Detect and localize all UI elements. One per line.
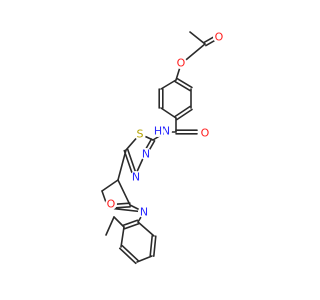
atom-label: N [162, 125, 170, 138]
atom-label: O [215, 31, 224, 44]
double-bond-line [174, 105, 191, 118]
atom-label: N [142, 148, 150, 161]
atom-label: O [201, 127, 210, 140]
atom-label-background [175, 57, 187, 69]
single-bond [160, 107, 177, 119]
atom-label-background [105, 198, 117, 210]
atom-label: O [107, 198, 116, 211]
double-bond-line [121, 244, 140, 262]
atom-label-background [134, 128, 146, 140]
atom-label: N [140, 206, 148, 219]
single-bond [189, 31, 206, 45]
double-bond-line [174, 80, 191, 92]
single-bond [113, 216, 125, 228]
single-bond [101, 179, 119, 192]
single-bond [137, 221, 155, 237]
double-bond-line [176, 77, 193, 89]
double-bond-line [149, 235, 154, 257]
atom-label: O [177, 57, 186, 70]
atom-label: H [154, 125, 162, 138]
double-bond-line [176, 108, 193, 121]
double-bond-line [152, 235, 157, 257]
double-bond-line [123, 222, 140, 230]
single-bond [160, 79, 177, 90]
single-bond [105, 216, 115, 236]
single-bond [117, 149, 127, 181]
single-bond [117, 179, 131, 206]
double-bond-line [123, 149, 135, 178]
atom-label-background [130, 171, 142, 183]
bond-layer [101, 31, 221, 265]
atom-label-background [138, 206, 150, 218]
atom-label-background [213, 31, 225, 43]
atom-label: S [137, 128, 144, 141]
atom-label-background [140, 148, 152, 160]
double-bond-line [115, 205, 131, 209]
atom-label: N [132, 171, 140, 184]
atom-label-background [199, 127, 211, 139]
single-bond [120, 226, 125, 248]
double-bond-line [122, 219, 139, 227]
double-bond-line [118, 247, 137, 265]
double-bond-line [115, 202, 131, 206]
single-bond [136, 255, 153, 263]
atom-label-background [152, 125, 164, 137]
